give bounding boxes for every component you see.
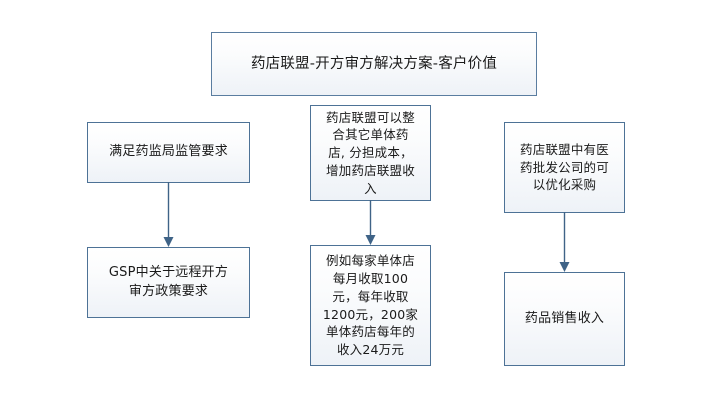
node-drug-sales-revenue-label: 药品销售收入 (524, 310, 605, 326)
connector-middle-arrow (365, 200, 376, 245)
node-revenue-calculation-example-label: 例如每家单体店 每月收取100 元，每年收取 1200元，200家 单体药店每年… (322, 253, 419, 357)
node-wholesale-company-procurement[interactable]: 药店联盟中有医 药批发公司的可 以优化采购 (504, 122, 625, 213)
connector-right-arrow (559, 212, 570, 272)
node-alliance-integrate-stores-label: 药店联盟可以整 合其它单体药 店, 分担成本， 增加药店联盟收 入 (326, 109, 415, 196)
title-node-label: 药店联盟-开方审方解决方案-客户价值 (250, 55, 498, 72)
node-alliance-integrate-stores[interactable]: 药店联盟可以整 合其它单体药 店, 分担成本， 增加药店联盟收 入 (310, 105, 431, 201)
node-wholesale-company-procurement-label: 药店联盟中有医 药批发公司的可 以优化采购 (520, 141, 609, 193)
node-satisfy-regulatory-requirements[interactable]: 满足药监局监管要求 (87, 122, 250, 183)
node-gsp-remote-prescription-policy-label: GSP中关于远程开方 审方政策要求 (108, 265, 229, 299)
node-satisfy-regulatory-requirements-label: 满足药监局监管要求 (109, 144, 228, 160)
title-node[interactable]: 药店联盟-开方审方解决方案-客户价值 (211, 32, 537, 96)
node-gsp-remote-prescription-policy[interactable]: GSP中关于远程开方 审方政策要求 (87, 247, 250, 318)
node-revenue-calculation-example[interactable]: 例如每家单体店 每月收取100 元，每年收取 1200元，200家 单体药店每年… (310, 245, 431, 366)
node-drug-sales-revenue[interactable]: 药品销售收入 (504, 272, 625, 366)
connector-left-arrow (163, 182, 174, 247)
